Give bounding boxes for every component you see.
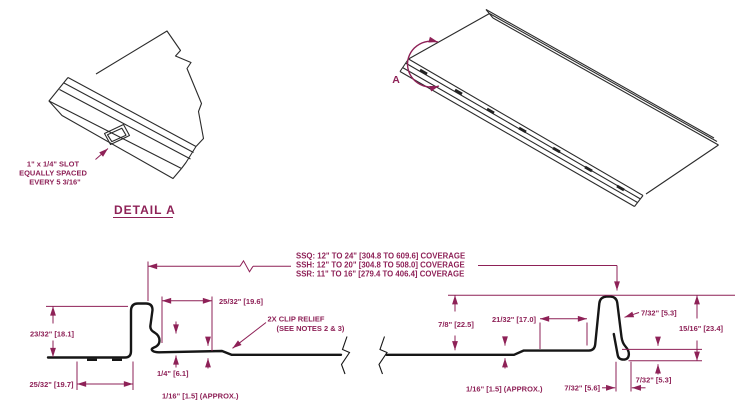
iso-far-rib-line-1 [485,9,715,139]
detail-a-title: DETAIL A [114,203,176,217]
iso-near-rib-line-3 [402,67,638,203]
coverage-row-ssh: SSH: 12" TO 20" [304.8 TO 508.0] COVERAG… [296,261,465,270]
dim-hook-drop: 7/32" [5.3] [636,376,672,385]
slot-callout-line-3: EVERY 5 3/16" [29,178,81,187]
iso-left-end-edge [408,13,490,60]
dim-material-right: 1/16" [1.5] (APPROX.) [466,385,543,394]
detail-flange-left [48,77,182,180]
detail-cleat-face-bottom [48,100,182,169]
clip-relief-note-line-1: 2X CLIP RELIEF [268,314,325,323]
iso-near-rib-line-1 [408,58,644,196]
dim-female-rib-height: 23/32" [18.1] [30,330,75,339]
detail-a-marker-label: A [392,74,400,86]
iso-near-rib-right-cap [634,195,644,207]
detail-right-edge [181,146,197,169]
iso-right-end-edge [645,144,719,195]
iso-near-rib-line-4 [399,71,635,207]
leg-slot-mark-2 [112,358,122,361]
dim-male-rib-height: 7/8" [22.5] [438,320,474,329]
clip-relief-note-line-2: (SEE NOTES 2 & 3) [277,324,345,333]
dim-material-left: 1/16" [1.5] (APPROX.) [162,391,239,400]
detail-sheet-outline [95,30,205,147]
slot-callout-leader [95,148,109,160]
male-seam-profile [385,295,631,361]
slot-callout-line-1: 1" x 1/4" SLOT [27,160,80,169]
detail-a-view: 1" x 1/4" SLOT EQUALLY SPACED EVERY 5 3/… [19,30,205,218]
left-dimensions: 23/32" [18.1] 25/32" [19.7] 25/32" [19.6… [29,296,345,400]
detail-slot-outer [103,123,131,146]
iso-far-rib-line-2 [489,13,718,142]
coverage-dimension: SSQ: 12" TO 24" [304.8 TO 609.6] COVERAG… [147,251,620,301]
female-seam-profile [46,302,343,359]
break-symbol-left [340,336,351,375]
right-dimensions: 7/8" [22.5] 21/32" [17.0] 1/16" [1.5] (A… [438,294,735,394]
dim-overall-height: 15/16" [23.4] [679,324,724,333]
break-symbol-right [378,336,388,375]
detail-cleat-line-1 [67,77,197,147]
dim-hook-offset: 7/32" [5.3] [641,309,677,318]
iso-far-rib-line-3 [492,17,719,146]
detail-cleat-line-3 [59,89,191,160]
dim-bottom-leg-width: 25/32" [19.7] [29,380,74,389]
dim-seam-offset-top: 25/32" [19.6] [219,297,264,306]
detail-slot-inner [106,127,127,143]
isometric-panel-view: A [392,9,719,207]
detail-cleat-line-2 [63,82,194,153]
detail-a-rotation-arrow [406,36,440,92]
leg-slot-mark-1 [87,358,97,361]
coverage-row-ssq: SSQ: 12" TO 24" [304.8 TO 609.6] COVERAG… [296,251,465,260]
coverage-row-ssr: SSR: 11" TO 16" [279.4 TO 406.4] COVERAG… [296,270,464,279]
dim-hook-height: 1/4" [6.1] [157,369,189,378]
profile-section-view: SSQ: 12" TO 24" [304.8 TO 609.6] COVERAG… [29,251,735,400]
dim-rib-base-width: 21/32" [17.0] [492,315,537,324]
dim-hook-width: 7/32" [5.6] [564,384,600,393]
iso-slot-marks [419,68,625,192]
slot-callout-line-2: EQUALLY SPACED [19,169,87,178]
